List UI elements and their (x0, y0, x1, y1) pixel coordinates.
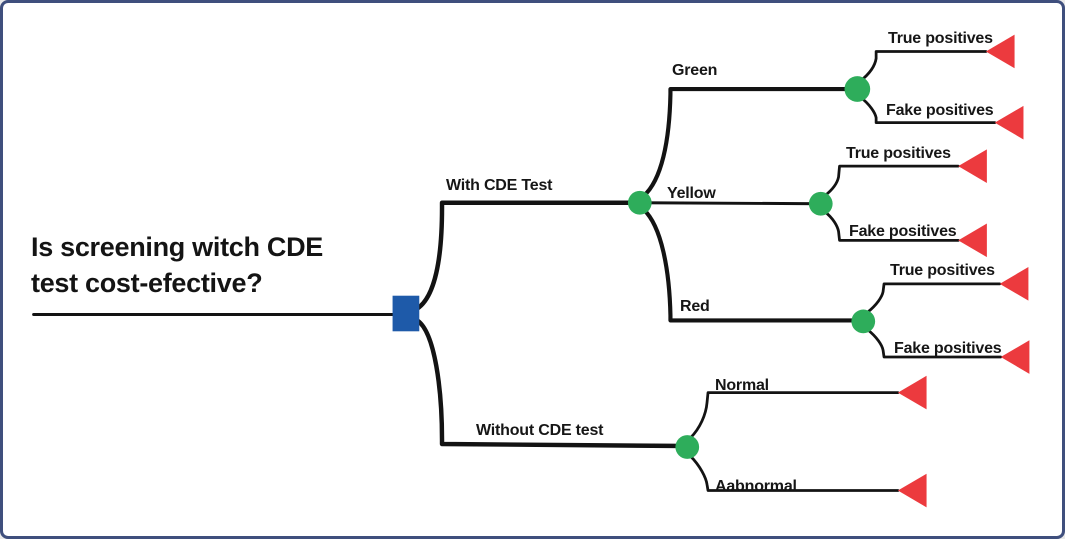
branch-line-yellow-fake (823, 210, 960, 242)
branch-line-red-true (865, 282, 1002, 314)
leaf-label-yellow-true: True positives (846, 145, 951, 162)
branch-line-abnormal (688, 454, 900, 492)
chance-node-yellow (808, 191, 833, 216)
leaf-label-green-true: True positives (888, 30, 993, 47)
chance-node-with-cde (627, 190, 652, 215)
branch-line-yellow (638, 201, 823, 206)
branch-label-green: Green (672, 62, 718, 79)
terminal-triangle-green-fake (994, 105, 1024, 140)
decision-node-square (392, 295, 420, 332)
branch-line-normal (688, 391, 900, 440)
leaf-label-red-true: True positives (890, 262, 995, 279)
branch-label-with-cde: With CDE Test (446, 177, 553, 194)
branch-label-yellow: Yellow (667, 185, 716, 202)
tree-graphic (32, 34, 1030, 508)
branch-label-red: Red (680, 298, 710, 315)
leaf-label-red-fake: Fake positives (894, 340, 1002, 357)
chance-node-green (844, 76, 871, 102)
question-text: Is screening witch CDE test cost-efectiv… (31, 229, 323, 301)
question-line-1: Is screening witch CDE (31, 232, 323, 262)
branch-line-green-true (858, 50, 988, 83)
branch-line-red (641, 207, 866, 323)
terminal-triangle-yellow-true (958, 149, 987, 183)
chance-node-without-cde (675, 435, 700, 459)
terminal-triangle-green-true (985, 34, 1015, 69)
leaf-label-green-fake: Fake positives (886, 102, 994, 119)
terminal-triangle-red-true (999, 267, 1029, 301)
branch-line-yellow-true (823, 164, 960, 198)
question-line-2: test cost-efective? (31, 268, 263, 298)
branch-line-red-fake (865, 327, 1003, 359)
terminal-triangle-red-fake (1000, 340, 1030, 374)
branch-line-without-cde (415, 318, 690, 449)
branch-label-without-cde: Without CDE test (476, 422, 604, 439)
leaf-label-abnormal: Aabnormal (715, 478, 797, 495)
terminal-triangle-abnormal (897, 473, 927, 508)
branch-line-with-cde (415, 200, 643, 311)
leaf-label-yellow-fake: Fake positives (849, 223, 957, 240)
leaf-label-normal: Normal (715, 377, 769, 394)
chance-node-red (851, 309, 876, 334)
terminal-triangle-yellow-fake (958, 223, 987, 258)
terminal-triangle-normal (897, 375, 927, 410)
branch-line-green (641, 86, 860, 198)
